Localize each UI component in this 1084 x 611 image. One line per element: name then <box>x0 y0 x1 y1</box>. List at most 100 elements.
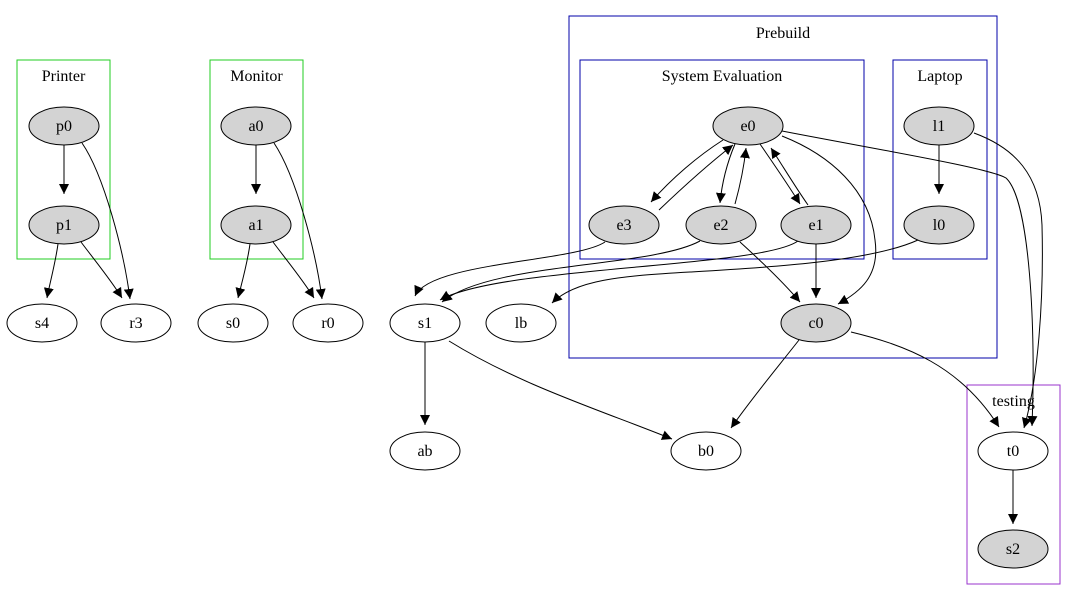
cluster-border <box>16 59 111 260</box>
edge-a1-to-s0 <box>235 243 251 299</box>
cluster-monitor: Monitor <box>209 59 304 260</box>
node-shape <box>389 431 461 471</box>
edge-p0-to-r3 <box>81 142 134 300</box>
node-shape <box>220 106 292 146</box>
node-shape <box>292 303 364 343</box>
node-e1: e1 <box>780 205 852 245</box>
cluster-printer: Printer <box>16 59 111 260</box>
edge-e0-to-e1 <box>759 143 801 205</box>
edge-s1-to-b0 <box>448 340 673 440</box>
node-shape <box>903 106 975 146</box>
node-shape <box>685 205 757 245</box>
node-shape <box>903 205 975 245</box>
node-label: e0 <box>740 118 755 135</box>
node-a0: a0 <box>220 106 292 146</box>
edge-e0-to-e2 <box>715 143 736 204</box>
node-label: s2 <box>1006 541 1020 558</box>
cluster-label: Monitor <box>230 68 283 85</box>
cluster-border <box>579 59 865 260</box>
node-shape <box>780 205 852 245</box>
node-s1: s1 <box>389 303 461 343</box>
node-b0: b0 <box>670 431 742 471</box>
node-ab: ab <box>389 431 461 471</box>
node-shape <box>220 205 292 245</box>
edge-c0-to-b0 <box>730 339 800 429</box>
node-label: a0 <box>248 118 263 135</box>
node-label: c0 <box>808 315 823 332</box>
cluster-border <box>966 384 1061 585</box>
node-label: a1 <box>248 217 263 234</box>
cluster-border <box>209 59 304 260</box>
edge-e0-to-c0 <box>781 135 877 305</box>
node-shape <box>588 205 660 245</box>
node-label: l1 <box>933 118 945 135</box>
cluster-label: Printer <box>42 68 86 85</box>
node-label: e3 <box>616 217 631 234</box>
cluster-laptop: Laptop <box>892 59 988 260</box>
node-r0: r0 <box>292 303 364 343</box>
edge-a1-to-r0 <box>272 241 315 299</box>
node-label: r0 <box>321 315 334 332</box>
node-shape <box>977 431 1049 471</box>
node-shape <box>389 303 461 343</box>
cluster-testing: testing <box>966 384 1061 585</box>
cluster-system-evaluation: System Evaluation <box>579 59 865 260</box>
node-p1: p1 <box>28 205 100 245</box>
cluster-label: testing <box>992 393 1035 410</box>
edge-c0-to-t0 <box>850 331 1000 428</box>
node-label: l0 <box>933 217 945 234</box>
node-shape <box>100 303 172 343</box>
cluster-label: Prebuild <box>756 25 810 42</box>
node-s4: s4 <box>6 303 78 343</box>
node-label: s4 <box>35 315 49 332</box>
node-label: t0 <box>1007 443 1019 460</box>
node-l0: l0 <box>903 205 975 245</box>
node-a1: a1 <box>220 205 292 245</box>
cluster-border <box>568 15 998 359</box>
edge-e0-to-e3 <box>650 139 724 203</box>
edge-e2-to-e0 <box>734 147 750 205</box>
node-lb: lb <box>485 303 557 343</box>
node-shape <box>977 529 1049 569</box>
cluster-prebuild: Prebuild <box>568 15 998 359</box>
node-shape <box>6 303 78 343</box>
edge-e1-to-e0 <box>770 147 809 206</box>
node-s0: s0 <box>197 303 269 343</box>
node-c0: c0 <box>780 303 852 343</box>
node-t0: t0 <box>977 431 1049 471</box>
node-e3: e3 <box>588 205 660 245</box>
edge-e2-to-s1 <box>441 240 701 303</box>
edge-a0-to-r0 <box>273 142 326 300</box>
node-e0: e0 <box>712 106 784 146</box>
node-label: r3 <box>129 315 142 332</box>
cluster-border <box>892 59 988 260</box>
node-shape <box>712 106 784 146</box>
node-e2: e2 <box>685 205 757 245</box>
node-shape <box>670 431 742 471</box>
node-label: ab <box>417 443 432 460</box>
node-l1: l1 <box>903 106 975 146</box>
node-shape <box>197 303 269 343</box>
node-label: s0 <box>226 315 240 332</box>
cluster-label: System Evaluation <box>662 68 782 85</box>
edge-p1-to-s4 <box>43 243 59 299</box>
node-shape <box>780 303 852 343</box>
node-label: lb <box>515 315 527 332</box>
edge-e3-to-s1 <box>414 241 606 297</box>
node-shape <box>28 205 100 245</box>
node-label: p0 <box>56 118 72 135</box>
node-r3: r3 <box>100 303 172 343</box>
edge-l0-to-lb <box>551 239 919 304</box>
node-s2: s2 <box>977 529 1049 569</box>
edge-p1-to-r3 <box>80 241 123 299</box>
node-shape <box>28 106 100 146</box>
node-label: s1 <box>418 315 432 332</box>
edge-e0-to-t0 <box>781 130 1038 427</box>
edge-l1-to-t0 <box>973 132 1043 429</box>
node-label: e2 <box>713 217 728 234</box>
node-shape <box>485 303 557 343</box>
cluster-label: Laptop <box>917 68 962 85</box>
node-p0: p0 <box>28 106 100 146</box>
edge-e1-to-s1 <box>439 240 799 301</box>
